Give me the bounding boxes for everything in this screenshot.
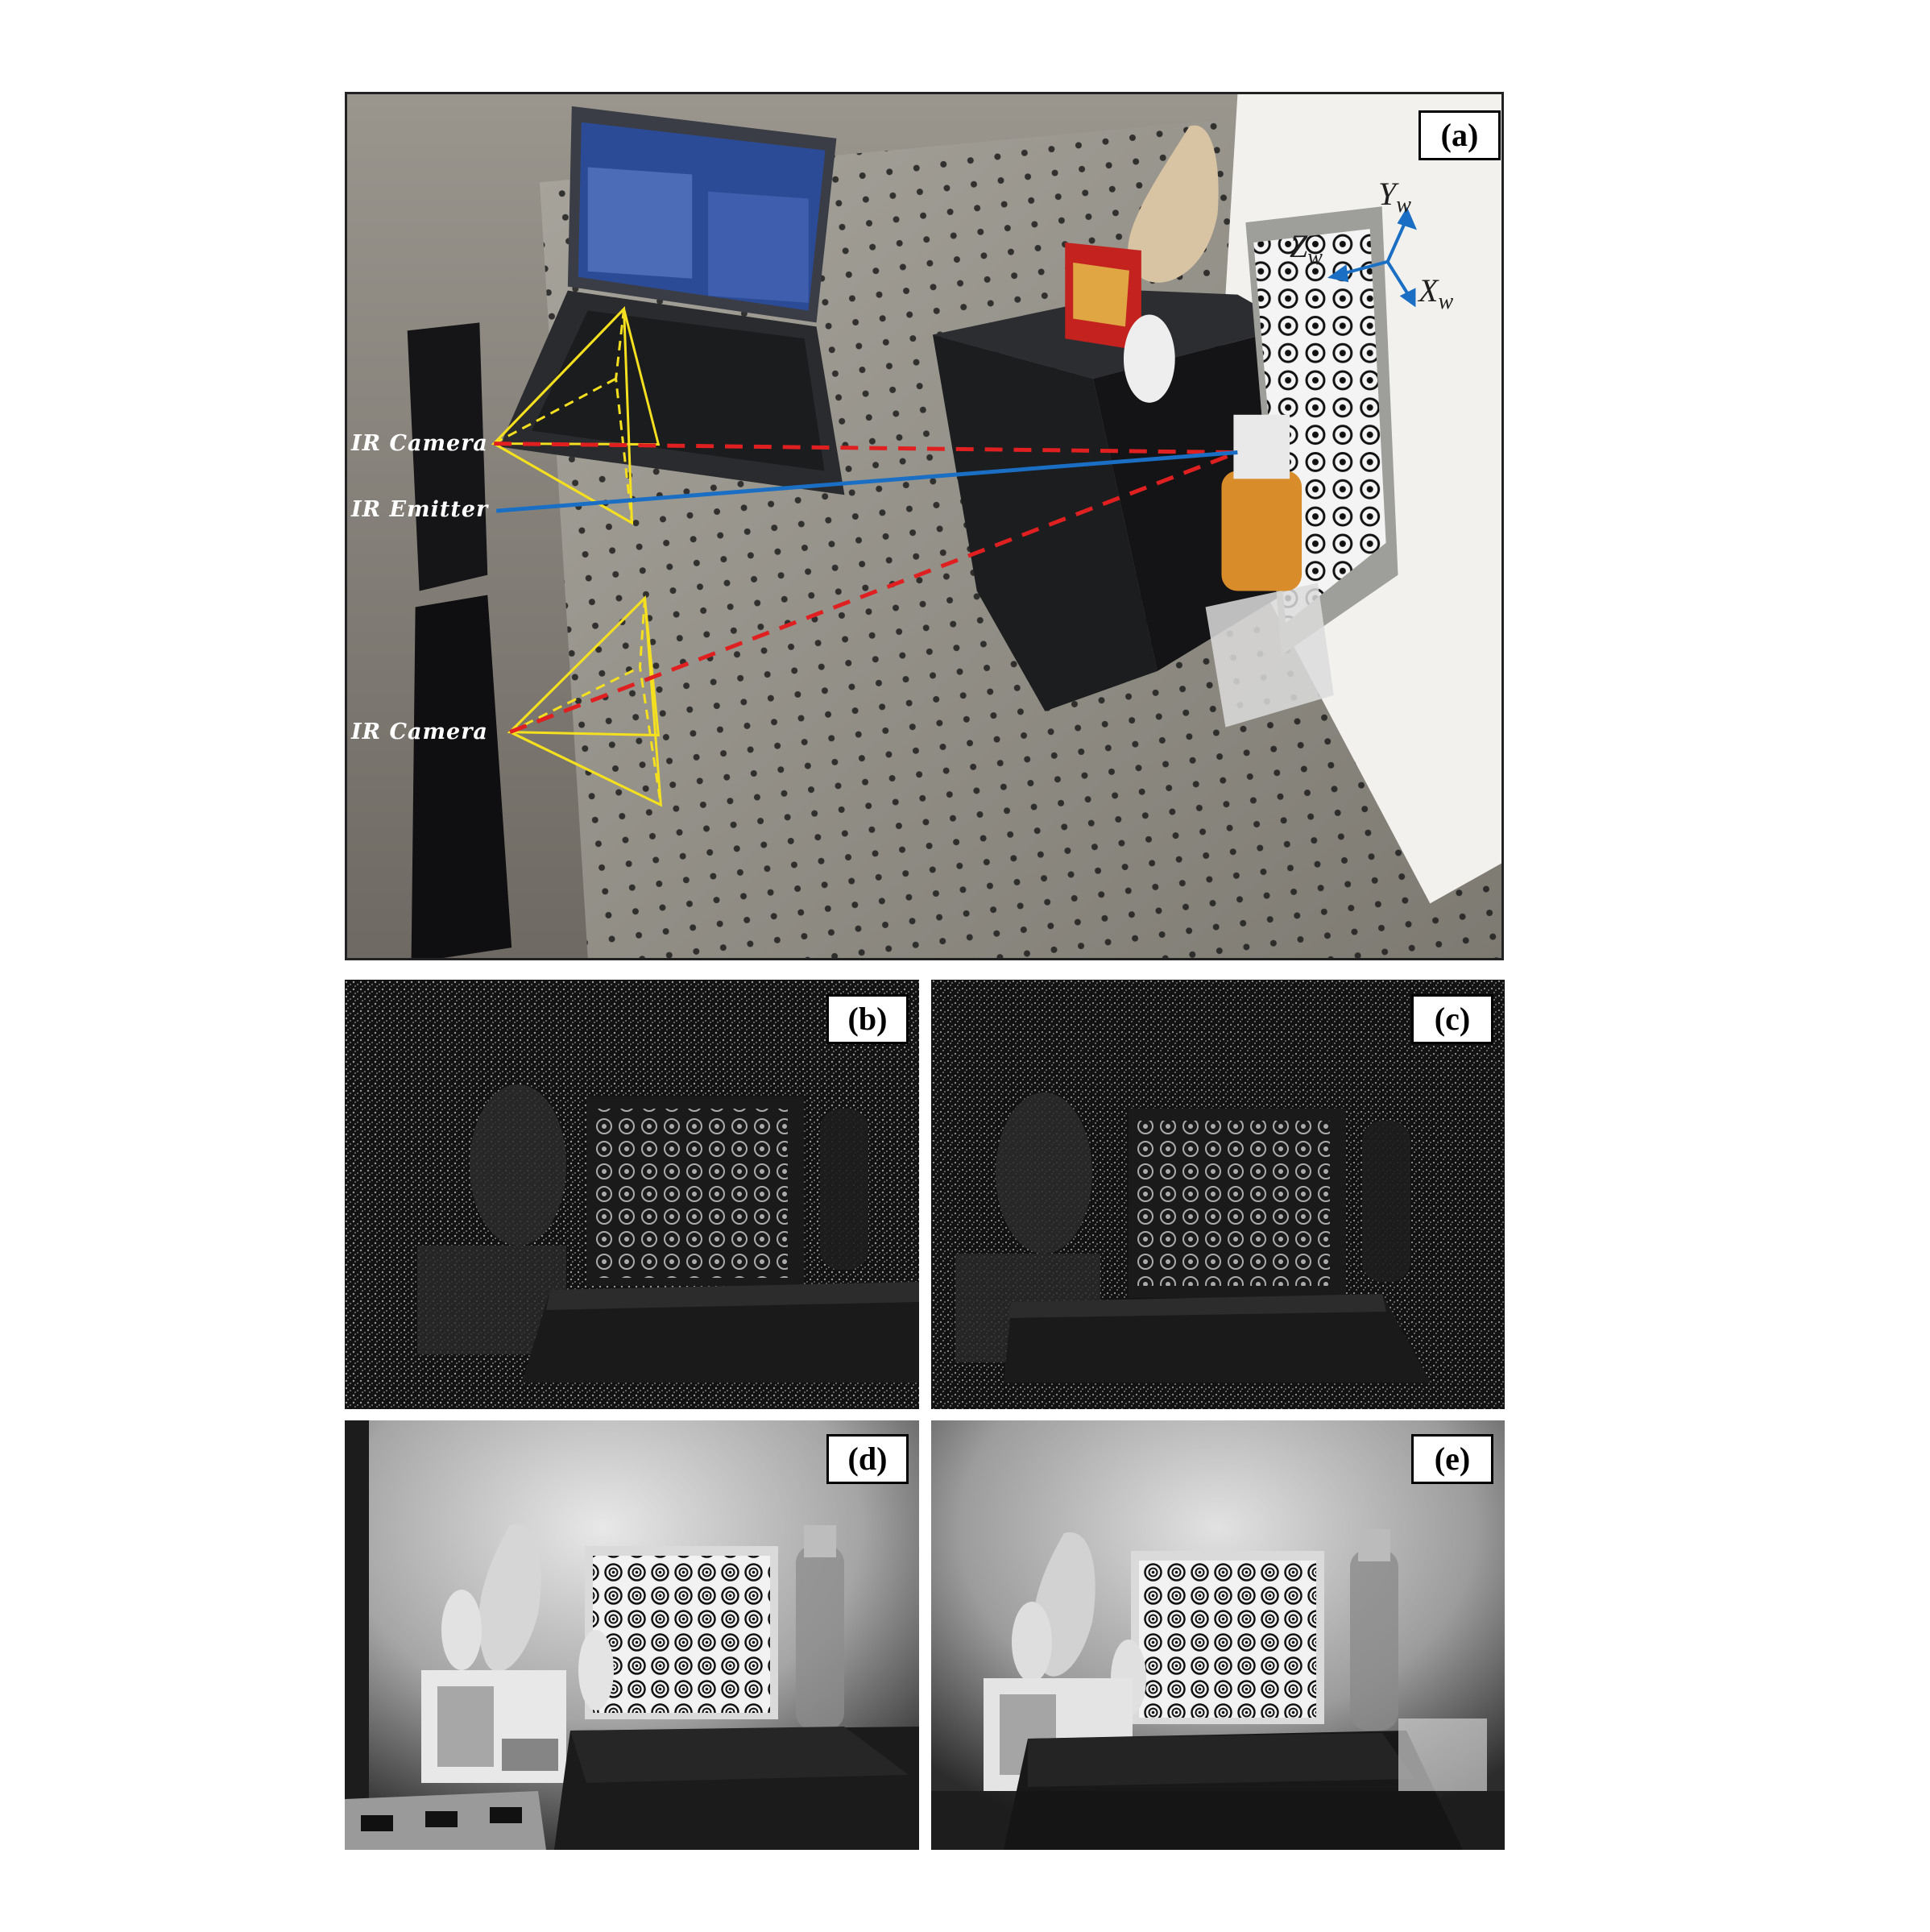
panel-e-label: (e)	[1411, 1434, 1493, 1484]
setup-photo	[347, 94, 1501, 958]
panel-a-setup-photo: (a) IR Camera IR Emitter IR Camera Yw Zw…	[345, 92, 1504, 960]
ir-emitter-label: IR Emitter	[351, 497, 489, 522]
panel-c-label: (c)	[1411, 994, 1493, 1044]
panel-e-flood-right: (e)	[931, 1420, 1505, 1850]
panel-b-speckle-left: (b)	[345, 980, 919, 1409]
panel-d-label: (d)	[826, 1434, 909, 1484]
panel-b-label: (b)	[826, 994, 909, 1044]
world-axis-arrows	[1327, 206, 1418, 308]
speckle-image-left	[345, 980, 919, 1409]
panel-d-flood-left: (d)	[345, 1420, 919, 1850]
flood-image-right	[931, 1420, 1505, 1850]
panel-a-label: (a)	[1419, 110, 1501, 160]
panel-c-speckle-right: (c)	[931, 980, 1505, 1409]
axis-z-label: Zw	[1290, 228, 1323, 270]
ir-camera-bottom-label: IR Camera	[351, 719, 488, 744]
camera-frustums	[491, 305, 663, 807]
speckle-image-right	[931, 980, 1505, 1409]
axis-x-label: Xw	[1419, 272, 1454, 314]
ir-camera-top-label: IR Camera	[351, 431, 488, 456]
flood-image-left	[345, 1420, 919, 1850]
axis-y-label: Yw	[1378, 176, 1411, 218]
